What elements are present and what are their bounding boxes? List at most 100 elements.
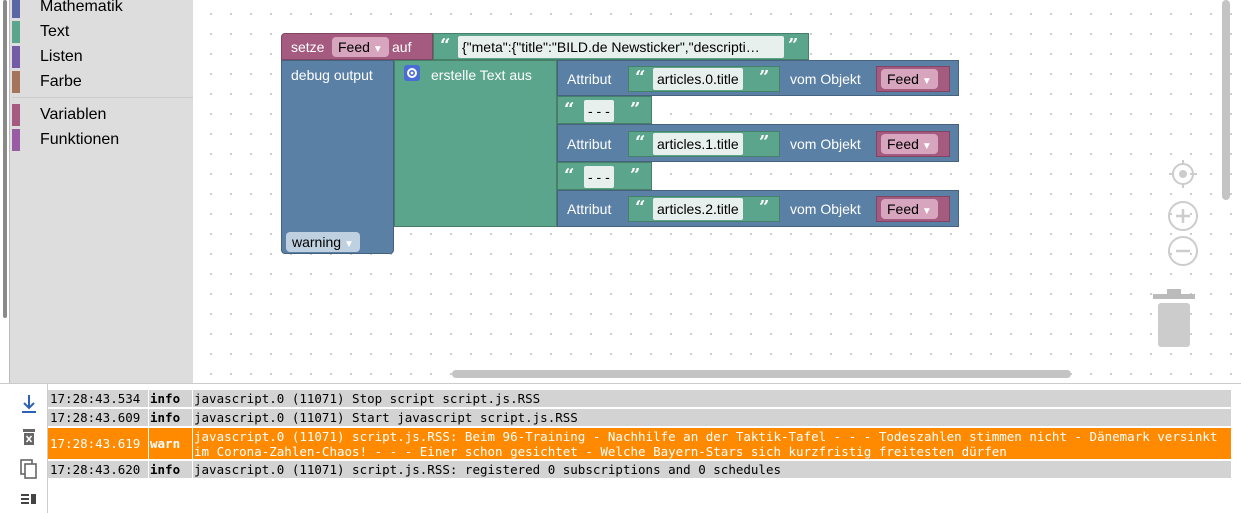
copy-icon[interactable] — [18, 458, 40, 480]
gear-icon[interactable] — [404, 65, 420, 81]
open-quote-icon: “ — [564, 165, 575, 186]
attribute-path-block[interactable]: “ articles.1.title ” — [628, 131, 780, 157]
attribute-path-field[interactable]: articles.1.title — [653, 133, 743, 155]
set-label: setze — [291, 39, 325, 55]
from-object-label: vom Objekt — [790, 201, 861, 217]
toolbox-category-text[interactable]: Text — [12, 21, 193, 43]
log-message: javascript.0 (11071) script.js.RSS: regi… — [194, 462, 781, 477]
toolbox-category-farbe[interactable]: Farbe — [12, 71, 193, 93]
log-list[interactable]: 17:28:43.534 info javascript.0 (11071) S… — [48, 390, 1231, 480]
blockly-workspace[interactable]: setze Feed▼ auf “ {"meta":{"title":"BILD… — [193, 0, 1233, 383]
object-variable-dropdown[interactable]: Feed▼ — [881, 134, 938, 154]
log-row[interactable]: 17:28:43.620 info javascript.0 (11071) s… — [48, 461, 1231, 478]
object-variable-dropdown[interactable]: Feed▼ — [881, 199, 938, 219]
log-severity: info — [150, 391, 181, 406]
separator-text-block-1[interactable]: “ - - - ” — [557, 162, 652, 190]
log-panel: 17:28:43.534 info javascript.0 (11071) S… — [0, 383, 1241, 513]
category-color-swatch — [12, 129, 20, 151]
separator-text-block-0[interactable]: “ - - - ” — [557, 96, 652, 124]
log-message: javascript.0 (11071) script.js.RSS: Beim… — [194, 429, 1226, 459]
category-color-swatch — [12, 71, 20, 93]
set-variable-dropdown[interactable]: Feed▼ — [332, 37, 389, 57]
log-divider — [148, 409, 149, 426]
log-message: javascript.0 (11071) Stop script script.… — [194, 391, 541, 406]
toolbox-scrollbar[interactable] — [0, 0, 10, 383]
workspace-vertical-scrollbar[interactable] — [1222, 0, 1230, 200]
attribute-label: Attribut — [567, 136, 612, 152]
dropdown-arrow-icon: ▼ — [921, 141, 932, 152]
category-color-swatch — [12, 104, 20, 126]
scroll-to-bottom-icon[interactable] — [18, 392, 40, 414]
set-to-label: auf — [392, 39, 412, 55]
attribute-path-field[interactable]: articles.2.title — [653, 198, 743, 220]
open-quote-icon: “ — [635, 67, 646, 88]
toolbox-category-variablen[interactable]: Variablen — [12, 104, 193, 126]
attribute-path-field[interactable]: articles.0.title — [653, 68, 743, 90]
log-row[interactable]: 17:28:43.534 info javascript.0 (11071) S… — [48, 390, 1231, 407]
log-divider — [192, 461, 193, 478]
from-object-label: vom Objekt — [790, 136, 861, 152]
separator-text-field[interactable]: - - - — [584, 166, 614, 188]
dropdown-arrow-icon: ▼ — [372, 44, 383, 55]
recenter-icon[interactable] — [1167, 158, 1199, 190]
log-divider — [192, 390, 193, 407]
object-variable-block[interactable]: Feed▼ — [876, 196, 950, 222]
toolbox-separator — [12, 97, 193, 98]
close-quote-icon: ” — [630, 165, 641, 186]
toolbox-category-funktionen[interactable]: Funktionen — [12, 129, 193, 151]
category-color-swatch — [12, 21, 20, 43]
toolbox-category-listen[interactable]: Listen — [12, 46, 193, 68]
object-variable-name: Feed — [887, 201, 919, 217]
category-label: Listen — [40, 48, 83, 65]
attribute-block-1[interactable]: Attribut “ articles.1.title ” vom Objekt… — [557, 124, 959, 162]
log-divider — [192, 428, 193, 459]
set-variable-block[interactable]: setze Feed▼ auf — [281, 33, 433, 60]
attribute-block-2[interactable]: Attribut “ articles.2.title ” vom Objekt… — [557, 190, 959, 227]
open-quote-icon: “ — [564, 99, 575, 120]
trash-icon[interactable] — [1151, 288, 1197, 350]
log-severity: warn — [150, 436, 181, 451]
json-text-field[interactable]: {"meta":{"title":"BILD.de Newsticker","d… — [458, 36, 784, 58]
delete-log-icon[interactable] — [18, 426, 40, 448]
log-row-warning[interactable]: 17:28:43.619 warn javascript.0 (11071) s… — [48, 428, 1231, 459]
open-quote-icon: “ — [635, 197, 646, 218]
object-variable-block[interactable]: Feed▼ — [876, 131, 950, 157]
category-label: Variablen — [40, 106, 107, 123]
category-label: Farbe — [40, 73, 82, 90]
log-time: 17:28:43.534 — [50, 391, 141, 406]
dropdown-arrow-icon: ▼ — [344, 239, 354, 250]
log-toolbar — [10, 384, 48, 513]
attribute-path-block[interactable]: “ articles.0.title ” — [628, 66, 780, 92]
log-row[interactable]: 17:28:43.609 info javascript.0 (11071) S… — [48, 409, 1231, 426]
log-time: 17:28:43.619 — [50, 436, 141, 451]
workspace-horizontal-scrollbar[interactable] — [452, 370, 1071, 378]
separator-text-field[interactable]: - - - — [584, 100, 614, 122]
close-quote-icon: ” — [759, 132, 770, 153]
toggle-log-icon[interactable] — [18, 488, 40, 510]
close-quote-icon: ” — [630, 99, 641, 120]
toolbox-category-mathematik[interactable]: Mathematik — [12, 0, 193, 18]
object-variable-block[interactable]: Feed▼ — [876, 66, 950, 92]
debug-output-block[interactable]: debug output warning▼ — [281, 60, 394, 254]
log-severity: info — [150, 462, 181, 477]
toolbox-scrollbar-thumb[interactable] — [3, 0, 7, 318]
join-label: erstelle Text aus — [431, 67, 532, 83]
text-value-block[interactable]: “ {"meta":{"title":"BILD.de Newsticker",… — [433, 33, 809, 60]
object-variable-dropdown[interactable]: Feed▼ — [881, 69, 938, 89]
zoom-in-icon[interactable] — [1167, 200, 1199, 232]
debug-label: debug output — [291, 67, 373, 83]
category-label: Mathematik — [40, 0, 123, 15]
close-quote-icon: ” — [788, 35, 799, 56]
text-join-block[interactable]: erstelle Text aus — [394, 60, 557, 227]
log-divider — [148, 461, 149, 478]
debug-level-dropdown[interactable]: warning▼ — [286, 232, 360, 252]
log-divider — [148, 390, 149, 407]
open-quote-icon: “ — [635, 132, 646, 153]
dropdown-arrow-icon: ▼ — [921, 206, 932, 217]
open-quote-icon: “ — [440, 35, 451, 56]
attribute-block-0[interactable]: Attribut “ articles.0.title ” vom Objekt… — [557, 60, 959, 96]
zoom-out-icon[interactable] — [1167, 235, 1199, 267]
toolbox: Mathematik Text Listen Farbe Variablen F… — [0, 0, 193, 383]
attribute-path-block[interactable]: “ articles.2.title ” — [628, 196, 780, 222]
object-variable-name: Feed — [887, 136, 919, 152]
